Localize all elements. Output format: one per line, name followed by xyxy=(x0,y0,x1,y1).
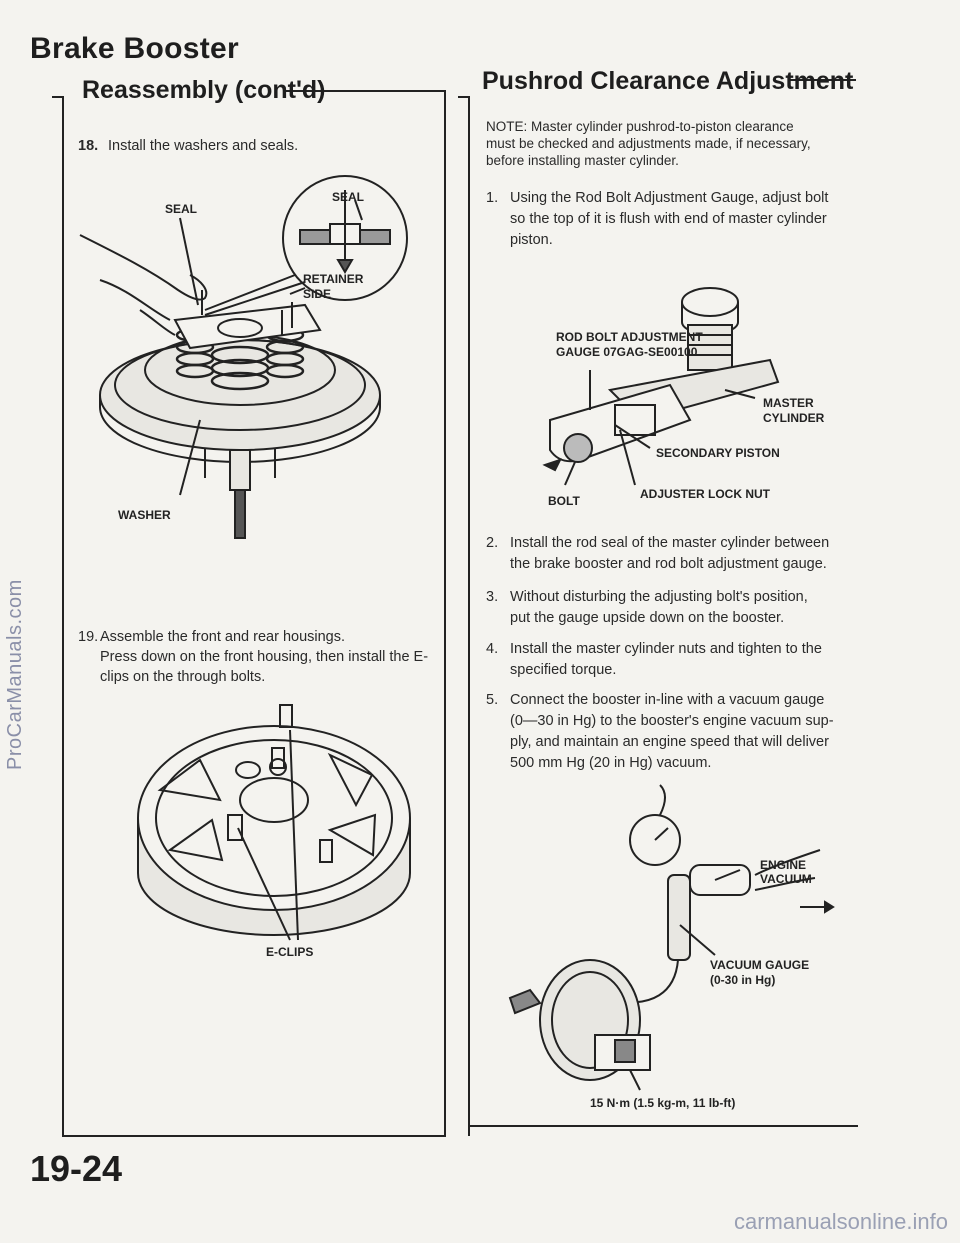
step-text-line3: clips on the through bolts. xyxy=(100,669,266,685)
label-lock-nut: ADJUSTER LOCK NUT xyxy=(640,487,771,501)
label-seal: SEAL xyxy=(165,202,198,216)
right-frame-left xyxy=(468,96,470,1136)
step-number: 2. xyxy=(486,535,499,551)
step-1: 1. Using the Rod Bolt Adjustment Gauge, … xyxy=(486,188,856,254)
step-5: 5. Connect the booster in-line with a va… xyxy=(486,690,856,776)
note-line1: NOTE: Master cylinder pushrod-to-piston … xyxy=(486,119,794,134)
label-engine: ENGINE xyxy=(760,858,807,872)
step-text-line1: Connect the booster in-line with a vacuu… xyxy=(510,692,825,708)
step-3: 3. Without disturbing the adjusting bolt… xyxy=(486,587,856,631)
label-cylinder: CYLINDER xyxy=(763,411,825,425)
label-vacuum: VACUUM xyxy=(760,872,812,886)
step-text-line1: Without disturbing the adjusting bolt's … xyxy=(510,589,808,605)
step-4: 4. Install the master cylinder nuts and … xyxy=(486,639,856,683)
label-torque: 15 N·m (1.5 kg-m, 11 lb-ft) xyxy=(590,1096,736,1110)
left-frame-left xyxy=(62,96,64,1136)
label-eclips: E-CLIPS xyxy=(266,945,314,959)
note-line2: must be checked and adjustments made, if… xyxy=(486,136,811,151)
right-section-title: Pushrod Clearance Adjustment xyxy=(482,67,854,95)
step-number: 19. xyxy=(78,629,99,645)
step-number: 1. xyxy=(486,190,499,206)
label-seal-inset: SEAL xyxy=(332,190,365,204)
step-19: 19. Assemble the front and rear housings… xyxy=(78,627,438,697)
step-number: 4. xyxy=(486,641,499,657)
step-text-line2: so the top of it is flush with end of ma… xyxy=(510,211,827,227)
step-number: 5. xyxy=(486,692,499,708)
label-side: SIDE xyxy=(303,287,332,301)
label-vacuum-gauge: VACUUM GAUGE xyxy=(710,958,810,972)
step-text-line2: put the gauge upside down on the booster… xyxy=(510,610,785,626)
right-frame-top xyxy=(790,79,856,81)
watermark-bottom: carmanualsonline.info xyxy=(733,1209,948,1234)
watermark-side: ProCarManuals.com xyxy=(4,579,26,770)
note-block: NOTE: Master cylinder pushrod-to-piston … xyxy=(486,118,846,169)
step-text: Install the washers and seals. xyxy=(108,138,299,154)
step-text-line3: ply, and maintain an engine speed that w… xyxy=(510,734,829,750)
label-gauge-line2: GAUGE 07GAG-SE00100 xyxy=(556,345,698,359)
left-frame-tick xyxy=(52,96,64,98)
note-line3: before installing master cylinder. xyxy=(486,153,679,168)
figure-vacuum-gauge xyxy=(508,784,835,1091)
left-frame-bottom xyxy=(62,1135,446,1137)
label-retainer: RETAINER xyxy=(303,272,364,286)
left-frame-right xyxy=(444,90,446,1137)
right-frame-bottom xyxy=(468,1125,858,1127)
label-gauge-line1: ROD BOLT ADJUSTMENT xyxy=(556,330,703,344)
figure-washers-seals xyxy=(79,175,408,539)
figure-housings-eclips xyxy=(137,704,411,941)
page-number: 19-24 xyxy=(30,1148,123,1189)
right-frame-tick xyxy=(458,96,470,98)
label-bolt: BOLT xyxy=(548,494,580,508)
left-section-title: Reassembly (cont'd) xyxy=(82,76,326,104)
step-text-line1: Install the master cylinder nuts and tig… xyxy=(510,641,822,657)
page-title: Brake Booster xyxy=(30,32,239,65)
step-number: 3. xyxy=(486,589,499,605)
step-text-line2: Press down on the front housing, then in… xyxy=(100,649,429,665)
step-text-line1: Assemble the front and rear housings. xyxy=(100,629,346,645)
step-number: 18. xyxy=(78,138,99,154)
figure-master-cylinder xyxy=(542,287,780,486)
step-text-line4: 500 mm Hg (20 in Hg) vacuum. xyxy=(510,755,712,771)
label-washer: WASHER xyxy=(118,508,171,522)
label-vacuum-range: (0-30 in Hg) xyxy=(710,973,776,987)
label-secondary-piston: SECONDARY PISTON xyxy=(656,446,780,460)
step-text-line2: specified torque. xyxy=(510,662,617,678)
step-text-line2: (0—30 in Hg) to the booster's engine vac… xyxy=(510,713,834,729)
step-text-line2: the brake booster and rod bolt adjustmen… xyxy=(510,556,827,572)
step-text-line1: Using the Rod Bolt Adjustment Gauge, adj… xyxy=(510,190,829,206)
step-2: 2. Install the rod seal of the master cy… xyxy=(486,533,856,577)
step-text-line3: piston. xyxy=(510,232,553,248)
step-text-line1: Install the rod seal of the master cylin… xyxy=(510,535,830,551)
left-frame-top xyxy=(283,90,445,92)
label-master: MASTER xyxy=(763,396,814,410)
